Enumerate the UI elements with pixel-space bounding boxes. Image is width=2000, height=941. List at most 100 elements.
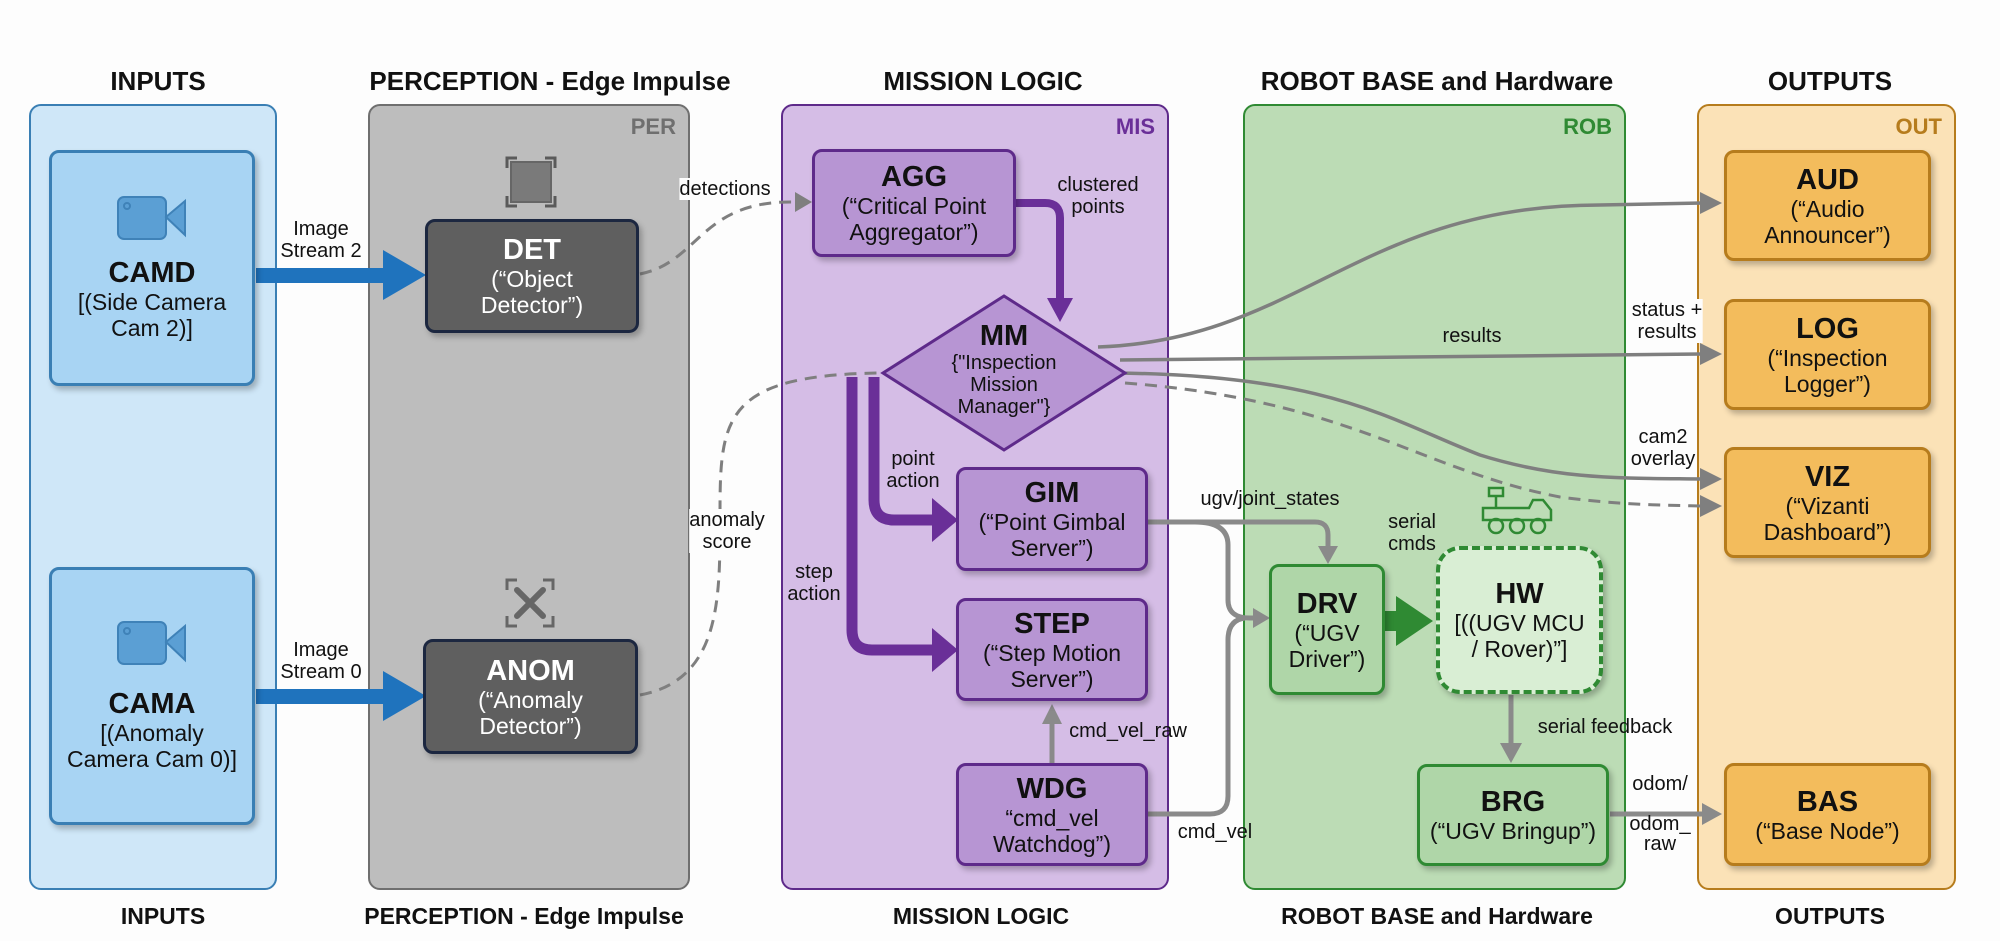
edge-anom-mm [639,371,881,697]
edge-drv-hw-arrow [1396,596,1433,646]
node-id: BRG [1480,786,1546,818]
edge-cama-anom [256,671,426,721]
edge-label-status-results: status + results [1631,299,1703,343]
edge-mm-gim [868,377,935,526]
node-anom[interactable]: ANOM (“Anomaly Detector”) [423,639,638,754]
edge-label-odom: odom/ odom_ raw [1629,773,1691,855]
node-label: (“Point Gimbal Server”) [978,509,1126,561]
edge-label-serial-feedback: serial feedback [1537,716,1673,738]
edge-label-step-action: step action [787,561,841,605]
edge-gim-drv-arrow [1318,546,1338,564]
edge-mm-gim-arrow [932,498,958,542]
node-id: HW [1495,578,1544,610]
node-aud[interactable]: AUD (“Audio Announcer”) [1724,150,1931,261]
rover-icon [1481,486,1553,535]
edge-gim-drv-side [1194,519,1255,621]
node-id: VIZ [1804,460,1851,493]
node-wdg[interactable]: WDG “cmd_vel Watchdog”) [956,763,1148,866]
node-brg[interactable]: BRG (“UGV Bringup”) [1417,764,1609,866]
edge-label-image-stream-0: Image Stream 0 [280,639,362,683]
video-camera-icon [117,621,186,665]
edge-camd-det [256,250,426,300]
edge-mm-step [846,377,935,656]
edge-mm-viz-arrow [1700,468,1722,490]
edge-mm-aud-arrow [1700,192,1722,214]
node-label: (“Object Detector”) [480,266,584,318]
node-id: CAMA [108,688,196,720]
node-id: GIM [1024,477,1080,509]
lane-tag-mis: MIS [1115,114,1155,139]
edge-mm-viz-dashed [1124,381,1703,508]
node-hw[interactable]: HW [((UGV MCU / Rover)”] [1436,546,1603,694]
edge-mm-viz [1114,371,1703,481]
node-camd[interactable]: CAMD [(Side Camera Cam 2)] [49,150,255,386]
edge-det-agg [639,200,796,276]
node-gim[interactable]: GIM (“Point Gimbal Server”) [956,467,1148,571]
video-camera-icon [117,196,186,240]
anomaly-x-icon [505,578,555,628]
node-label: (“Vizanti Dashboard”) [1763,492,1892,545]
edge-mm-log-arrow [1700,343,1722,365]
edge-label-detections: detections [679,178,771,200]
node-label: “cmd_vel Watchdog”) [992,804,1112,857]
lane-title-perception: PERCEPTION - Edge Impulse [369,66,731,96]
node-label: (“Inspection Logger”) [1767,344,1888,397]
edge-label-point-action: point action [886,448,940,492]
node-label: [((UGV MCU / Rover)”] [1454,610,1585,662]
edge-label-cmd-vel-raw: cmd_vel_raw [1069,720,1187,742]
lane-title-inputs: INPUTS [110,66,206,96]
lane-tag-per: PER [630,114,676,139]
lane-title-outputs: OUTPUTS [1767,66,1893,96]
node-mm-diamond[interactable] [880,293,1128,453]
node-label: (“Anomaly Detector”) [478,686,583,739]
node-step[interactable]: STEP (“Step Motion Server”) [956,598,1148,701]
lane-footer-perception: PERCEPTION - Edge Impulse [364,903,684,929]
edge-label-cmd-vel: cmd_vel [1177,821,1253,843]
lane-title-robot: ROBOT BASE and Hardware [1260,66,1614,96]
lane-tag-rob: ROB [1563,114,1612,139]
edge-gim-drv [1148,519,1331,548]
node-cama[interactable]: CAMA [(Anomaly Camera Cam 0)] [49,567,255,825]
edge-wdg-drv [1148,615,1246,817]
bounding-box-icon [505,156,557,208]
node-mm[interactable]: MM {"Inspection Mission Manager"} [940,320,1068,418]
edge-label-ugv-joint-states: ugv/joint_states [1200,488,1340,510]
node-viz[interactable]: VIZ (“Vizanti Dashboard”) [1724,447,1931,558]
lane-tag-out: OUT [1895,114,1942,139]
node-label: (“Audio Announcer”) [1764,195,1891,248]
node-id: DRV [1296,587,1358,620]
edge-label-anomaly-score: anomaly score [689,509,765,553]
node-label: (“UGV Bringup”) [1429,818,1597,844]
node-id: BAS [1796,785,1859,818]
node-drv[interactable]: DRV (“UGV Driver”) [1269,564,1385,695]
edge-label-clustered-points: clustered points [1057,174,1139,218]
edge-mm-step-arrow [932,628,958,672]
edge-agg-mm [1015,199,1064,300]
node-id: CAMD [108,257,196,289]
node-id: LOG [1796,312,1859,345]
node-label: [(Anomaly Camera Cam 0)] [67,720,237,772]
node-label: (“Step Motion Server”) [982,639,1122,692]
lane-footer-inputs: INPUTS [120,903,206,929]
lane-footer-robot: ROBOT BASE and Hardware [1281,903,1593,929]
node-id: MM [979,320,1029,352]
lane-footer-outputs: OUTPUTS [1775,903,1885,929]
edge-mm-log [1119,352,1703,362]
edge-mm-viz-dashed-arrow [1700,495,1722,517]
node-log[interactable]: LOG (“Inspection Logger”) [1724,299,1931,410]
node-label: (“Critical Point Aggregator”) [841,193,987,245]
edge-label-results: results [1442,325,1502,347]
node-id: STEP [1014,607,1090,640]
edge-wdg-step-arrow [1042,704,1062,724]
edge-det-agg-arrow [795,192,812,212]
edge-label-serial-cmds: serial cmds [1388,511,1436,555]
node-id: DET [503,234,561,266]
node-det[interactable]: DET (“Object Detector”) [425,219,639,333]
edge-label-image-stream-2: Image Stream 2 [280,218,362,262]
node-bas[interactable]: BAS (“Base Node”) [1724,763,1931,866]
node-agg[interactable]: AGG (“Critical Point Aggregator”) [812,149,1016,257]
node-label: {"Inspection Mission Manager"} [951,352,1057,418]
node-label: (“Base Node”) [1755,817,1900,844]
edge-brg-bas-arrow [1702,803,1722,825]
